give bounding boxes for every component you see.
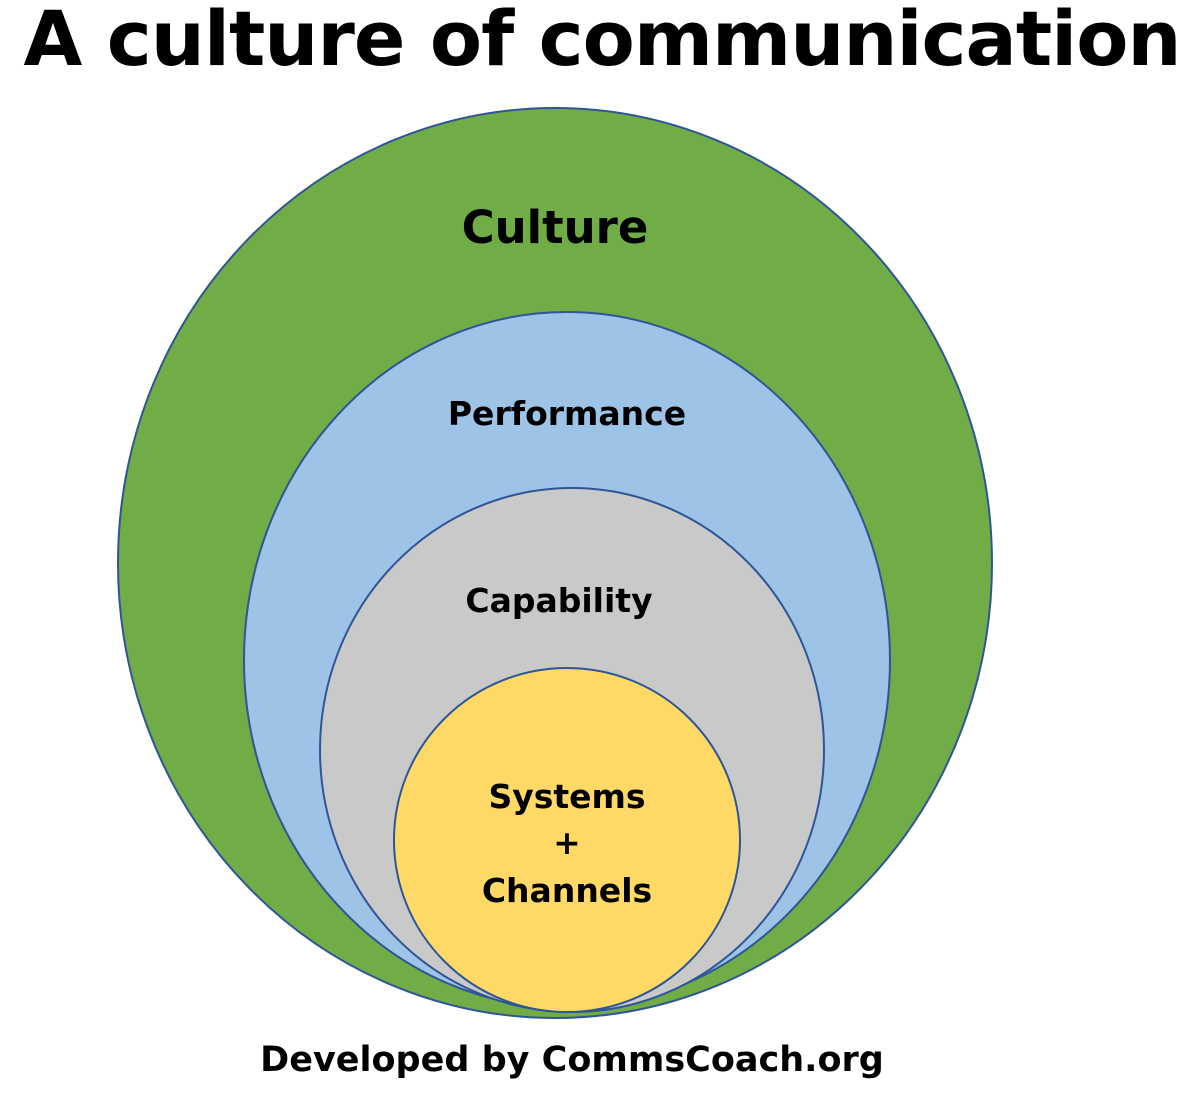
footer-credit: Developed by CommsCoach.org bbox=[260, 1040, 884, 1080]
diagram-title: A culture of communication bbox=[23, 0, 1181, 83]
capability-label: Capability bbox=[465, 581, 652, 620]
performance-label: Performance bbox=[448, 394, 686, 433]
plus-label: + bbox=[553, 823, 581, 862]
culture-label: Culture bbox=[462, 201, 649, 254]
systems-circle bbox=[393, 667, 741, 1013]
channels-label: Channels bbox=[482, 871, 652, 910]
systems-label: Systems bbox=[488, 777, 645, 816]
